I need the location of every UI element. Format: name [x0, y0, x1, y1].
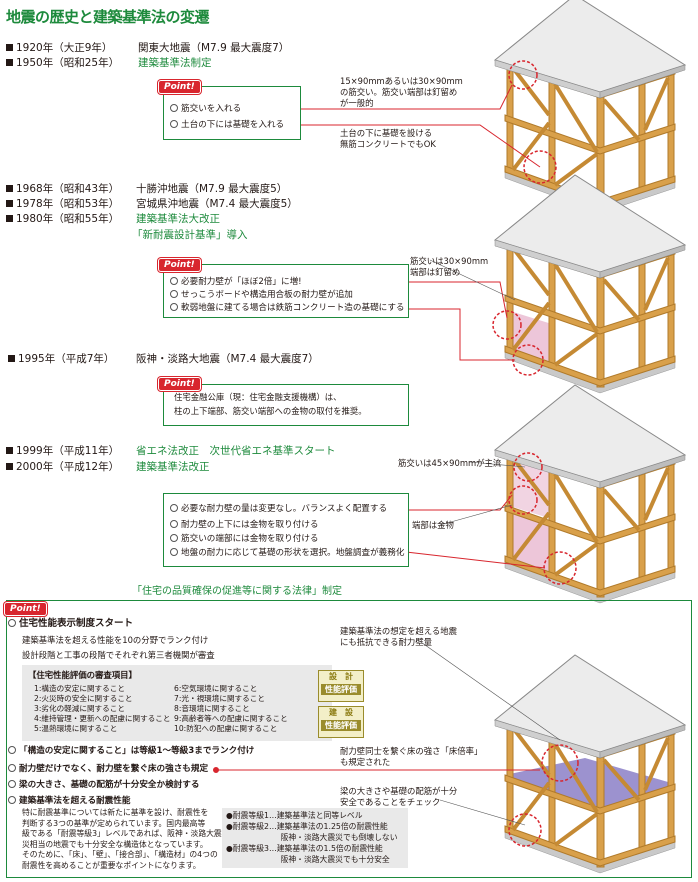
point-box-1950	[163, 86, 301, 140]
year-1950: 1950年（昭和25年）	[6, 55, 119, 70]
note-floor-rate: 耐力壁同士を繋ぐ床の強さ「床倍率」も規定された	[340, 746, 483, 767]
event-law-revision-2000: 建築基準法改正	[136, 461, 210, 473]
bullet-beyond-law: 建築基準法を超える耐震性能	[8, 795, 130, 808]
seismic-grades-box	[222, 808, 408, 868]
bullet-beam-foundation: 梁の大きさ、基礎の配筋が十分安全か検討する	[8, 779, 199, 792]
point-item: 土台の下には基礎を入れる	[170, 119, 284, 132]
house-illustration-1980	[493, 173, 687, 395]
point-badge: Point!	[4, 602, 47, 616]
point-item: 必要な耐力壁の量は変更なし。バランスよく配置する	[170, 503, 387, 516]
point-item: 軟弱地盤に建てる場合は鉄筋コンクリート造の基礎にする	[170, 302, 405, 315]
point-item: 地盤の耐力に応じて基礎の形状を選択。地盤調査が義務化	[170, 547, 404, 560]
bullet-floor-strength: 耐力壁だけでなく、耐力壁を繋ぐ床の強さも規定	[8, 763, 208, 776]
point-badge: Point!	[158, 258, 201, 272]
event-miyagi: 宮城県沖地震（M7.4 最大震度5）	[136, 198, 298, 210]
note-brace-2000: 筋交いは45×90mmが主流	[398, 458, 502, 468]
point-box-1980	[163, 264, 409, 318]
year-1980: 1980年（昭和55年）	[6, 211, 119, 226]
event-law-revision: 建築基準法大改正	[136, 213, 220, 225]
point-box-1995	[163, 384, 409, 426]
event-building-law: 建築基準法制定	[138, 57, 212, 69]
performance-system-heading: 住宅性能表示制度スタート	[8, 617, 133, 630]
construction-evaluation-badge: 建 設性能評価	[318, 706, 364, 738]
criteria-box: 【住宅性能評価の審査項目】	[22, 665, 332, 741]
design-evaluation-badge: 設 計性能評価	[318, 670, 364, 702]
house-illustration-1950	[493, 0, 687, 215]
year-1968: 1968年（昭和43年）	[6, 181, 119, 196]
point-badge: Point!	[158, 80, 201, 94]
house-illustration-2000	[493, 383, 687, 605]
note-metal-2000: 端部は金物	[412, 520, 454, 530]
point-item: 筋交いを入れる	[170, 103, 241, 116]
year-1995: 1995年（平成7年）	[8, 351, 114, 366]
bullet-structure-grade: 「構造の安定に関すること」は等級1～等級3までランク付け	[8, 745, 254, 758]
point-item: 筋交いの端部には金物を取り付ける	[170, 533, 319, 546]
page-title: 地震の歴史と建築基準法の変遷	[6, 8, 210, 26]
event-tokachi: 十勝沖地震（M7.9 最大震度5）	[136, 183, 288, 195]
house-illustration-2000-quality	[493, 653, 687, 875]
seismic-paragraph: 特に耐震基準については新たに基準を設け、耐震性を判断する3つの基準が定められてい…	[22, 808, 222, 870]
year-1999: 1999年（平成11年）	[6, 443, 119, 458]
note-wall-quantity: 建築基準法の想定を超える地震にも抵抗できる耐力壁量	[340, 626, 457, 647]
point-item: 耐力壁の上下には金物を取り付ける	[170, 519, 319, 532]
quality-law-header: 「住宅の品質確保の促進等に関する法律」制定	[132, 586, 342, 597]
performance-system-desc: 建築基準法を超える性能を10の分野でランク付け設計段階と工事の段階でそれぞれ第三…	[22, 635, 215, 660]
year-2000: 2000年（平成12年）	[6, 459, 119, 474]
event-hanshin: 阪神・淡路大地震（M7.4 最大震度7）	[136, 353, 319, 365]
year-1978: 1978年（昭和53年）	[6, 196, 119, 211]
event-energy-law: 省エネ法改正 次世代省エネ基準スタート	[136, 445, 336, 457]
point-item: 必要耐力壁が「ほぼ2倍」に増!	[170, 276, 302, 289]
event-kanto-earthquake: 関東大地震（M7.9 最大震度7）	[138, 42, 290, 54]
event-new-seismic-standard: 「新耐震設計基準」導入	[132, 229, 248, 241]
quality-law-box	[6, 600, 692, 878]
point-item: せっこうボードや構造用合板の耐力壁が追加	[170, 289, 353, 302]
text-1995: 住宅金融公庫（現：住宅金融支援機構）は、柱の上下端部、筋交い端部への金物の取付を…	[174, 392, 367, 416]
year-1920: 1920年（大正9年）	[6, 40, 112, 55]
note-beam-check: 梁の大きさや基礎の配筋が十分安全であることをチェック	[340, 786, 458, 807]
note-foundation-1950: 土台の下に基礎を設ける無筋コンクリートでもOK	[340, 128, 436, 149]
seismic-grades-list: ●耐震等級1…建築基準法と同等レベル●耐震等級2…建築基準法の1.25倍の耐震性…	[226, 811, 398, 864]
point-badge: Point!	[158, 377, 201, 391]
point-box-2000	[163, 493, 409, 567]
